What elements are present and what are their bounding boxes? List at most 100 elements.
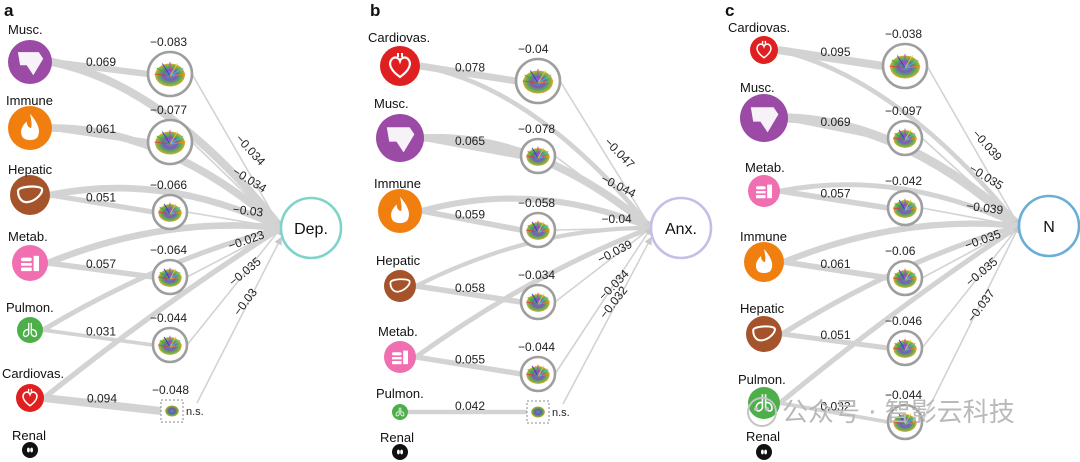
- organ-label: Cardiovas.: [2, 366, 64, 381]
- coef-organ-brain: 0.042: [455, 399, 485, 413]
- panel-letter: b: [370, 1, 380, 20]
- organ-label: Immune: [374, 176, 421, 191]
- organ-to-brain-edge: [49, 192, 154, 215]
- organ-to-brain-edge: [421, 208, 522, 233]
- organ-node: Immune: [6, 93, 194, 166]
- direct-edge: [418, 195, 655, 232]
- coef-organ-brain: 0.057: [821, 187, 851, 201]
- organ-label: Pulmon.: [376, 386, 424, 401]
- organ-node: Hepatic: [376, 253, 557, 321]
- brain-icon: [151, 326, 189, 364]
- organ-node: Immune: [740, 229, 924, 297]
- direct-edge: [780, 220, 1023, 266]
- brain-to-outcome-edge: [191, 73, 282, 230]
- heart-icon: [22, 388, 38, 407]
- lungs-icon: [22, 322, 38, 338]
- heart-icon: [756, 40, 772, 59]
- brain-icon: [151, 193, 189, 231]
- coef-direct: −0.048: [152, 383, 189, 397]
- coef-organ-brain: 0.061: [86, 122, 116, 136]
- flame-icon: [391, 196, 409, 224]
- organ-to-brain-edge: [415, 354, 522, 377]
- organ-node: Cardiovas. n.s.: [2, 366, 204, 423]
- coef-direct: −0.04: [518, 42, 549, 56]
- organ-node: Hepatic: [8, 162, 189, 231]
- brain-to-outcome-edge: [554, 155, 653, 229]
- organ-label: Pulmon.: [6, 300, 54, 315]
- outcome-node: Dep.: [279, 196, 343, 260]
- brain-icon: [886, 189, 924, 227]
- organ-node: Pulmon.: [738, 372, 924, 441]
- brain-to-outcome-edge: [562, 236, 652, 405]
- brain-to-outcome-edge: [554, 227, 653, 303]
- organ-to-brain-edge: [779, 188, 889, 211]
- muscle-icon: [17, 52, 44, 76]
- coef-organ-brain: 0.094: [87, 392, 117, 406]
- liver-icon: [389, 278, 411, 293]
- coef-organ-brain: 0.078: [455, 61, 485, 75]
- ns-label: n.s.: [552, 407, 570, 419]
- organ-to-brain-edge: [43, 393, 162, 416]
- brain-icon: [146, 50, 194, 98]
- organ-to-brain-edge: [51, 125, 149, 145]
- outcome-node: Anx.: [649, 196, 713, 260]
- organ-label: Hepatic: [8, 162, 53, 177]
- watermark-text: 公众号 · 智影云科技: [782, 398, 1015, 428]
- brain-icon: [526, 400, 550, 424]
- nodes-layer: Dep.Musc.ImmuneHepaticMetab.Pulmon.Cardi…: [2, 20, 1080, 460]
- ns-label: n.s.: [186, 406, 204, 418]
- outcome-label: Dep.: [294, 221, 328, 238]
- brain-icon: [881, 42, 929, 90]
- coef-direct: −0.083: [150, 35, 187, 49]
- panel-a: Dep.Musc.ImmuneHepaticMetab.Pulmon.Cardi…: [2, 22, 343, 458]
- liver-icon: [16, 185, 44, 204]
- coef-organ-brain: 0.057: [86, 257, 116, 271]
- direct-edge: [413, 225, 654, 360]
- brain-to-outcome-edge: [191, 141, 283, 230]
- coef-organ-brain: 0.055: [455, 353, 485, 367]
- brain-to-outcome-edge: [554, 226, 652, 375]
- organ-to-brain-edge: [781, 331, 889, 351]
- organ-node: Pulmon. n.s.: [376, 386, 570, 424]
- brain-icon: [146, 118, 194, 166]
- kidney-icon: [761, 449, 767, 455]
- coef-direct: −0.042: [885, 174, 922, 188]
- muscle-icon: [386, 127, 415, 153]
- brain-to-outcome-edge: [196, 236, 282, 404]
- organ-label: Pulmon.: [738, 372, 786, 387]
- coef-direct: −0.064: [150, 243, 187, 257]
- organ-to-brain-edge: [777, 45, 884, 71]
- liver-icon: [752, 325, 776, 342]
- direct-edge: [775, 47, 1022, 229]
- organ-to-brain-edge: [783, 259, 889, 281]
- organ-label: Metab.: [745, 160, 785, 175]
- coef-organ-brain: 0.061: [821, 257, 851, 271]
- coef-brain-outcome: −0.03: [231, 285, 261, 318]
- brain-icon: [160, 399, 184, 423]
- organ-label: Renal: [12, 428, 46, 443]
- brain-icon: [519, 355, 557, 393]
- direct-edge: [44, 222, 285, 267]
- brain-icon: [519, 211, 557, 249]
- coef-organ-brain: 0.069: [86, 55, 116, 69]
- coef-direct: −0.044: [885, 388, 922, 402]
- brain-to-outcome-edge: [926, 65, 1020, 228]
- wechat-icon: [747, 397, 777, 427]
- coef-direct: −0.044: [518, 340, 555, 354]
- organ-label: Metab.: [8, 229, 48, 244]
- panel-letter: c: [725, 1, 734, 20]
- organ-node: Metab.: [8, 229, 189, 296]
- organ-to-brain-edge: [779, 401, 889, 424]
- burger-icon: [392, 350, 408, 365]
- coef-direct: −0.058: [518, 196, 555, 210]
- coef-direct: −0.066: [150, 178, 187, 192]
- organ-node: Metab.: [745, 160, 924, 227]
- coef-organ-brain: 0.058: [455, 281, 485, 295]
- coef-brain-outcome: −0.039: [965, 199, 1004, 218]
- organ-to-brain-edge: [787, 114, 889, 142]
- coef-brain-outcome: −0.039: [970, 127, 1005, 164]
- burger-icon: [756, 184, 772, 199]
- kidney-icon: [397, 449, 403, 455]
- panel-letter: a: [4, 1, 14, 20]
